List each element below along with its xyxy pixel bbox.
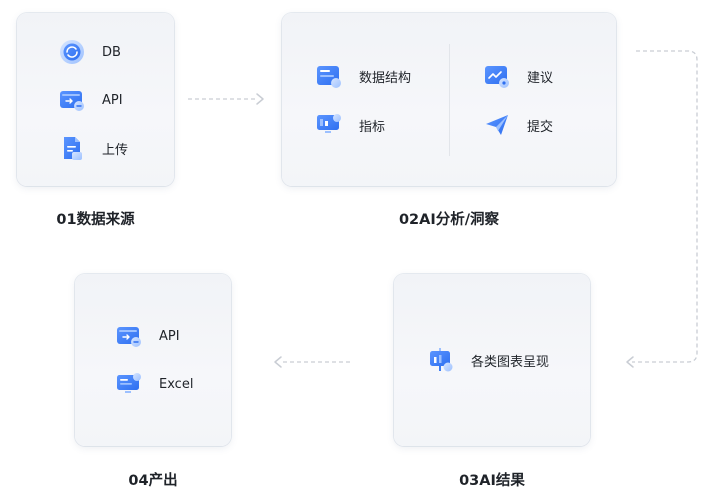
results-item-label: 各类图表呈现 xyxy=(471,354,550,370)
arrow-analysis-to-results xyxy=(632,50,698,363)
source-item-upload[interactable]: 上传 xyxy=(59,135,128,161)
analysis-item-data-structure[interactable]: 数据结构 xyxy=(316,63,411,89)
analysis-item-label: 提交 xyxy=(527,119,554,135)
analysis-item-label: 指标 xyxy=(359,119,386,135)
step-title-output: 04产出 xyxy=(128,473,178,489)
analysis-item-label: 数据结构 xyxy=(359,70,412,86)
step-title-results: 03AI结果 xyxy=(459,473,525,489)
analysis-item-metric[interactable]: 指标 xyxy=(316,112,385,138)
step-title-analysis: 02AI分析/洞察 xyxy=(398,212,500,228)
source-item-label: DB xyxy=(102,44,121,60)
chart-board-icon xyxy=(430,348,453,372)
api-icon xyxy=(60,91,84,111)
data-structure-icon xyxy=(317,66,341,88)
output-item-excel[interactable]: Excel xyxy=(116,371,193,397)
sources-card xyxy=(17,13,174,186)
source-item-label: API xyxy=(102,92,123,108)
analysis-item-suggestion[interactable]: 建议 xyxy=(484,63,553,89)
output-card xyxy=(75,274,231,446)
api-icon xyxy=(117,327,141,347)
submit-paper-plane-icon xyxy=(486,115,508,135)
suggestion-icon xyxy=(485,66,509,88)
output-item-label: Excel xyxy=(159,376,194,392)
analysis-item-label: 建议 xyxy=(527,70,554,86)
metric-monitor-icon xyxy=(317,114,341,133)
results-item-charts[interactable]: 各类图表呈现 xyxy=(428,347,549,373)
source-item-label: 上传 xyxy=(102,142,129,158)
analysis-item-submit[interactable]: 提交 xyxy=(484,112,553,138)
step-title-sources: 01数据来源 xyxy=(56,212,135,228)
source-item-db[interactable]: DB xyxy=(59,39,121,65)
upload-file-icon xyxy=(64,137,82,160)
output-item-api[interactable]: API xyxy=(116,323,180,349)
analysis-divider xyxy=(449,44,450,156)
output-item-label: API xyxy=(159,328,180,344)
excel-monitor-icon xyxy=(117,373,141,393)
source-item-api[interactable]: API xyxy=(59,87,123,113)
results-card xyxy=(394,274,590,446)
database-icon xyxy=(60,40,84,64)
